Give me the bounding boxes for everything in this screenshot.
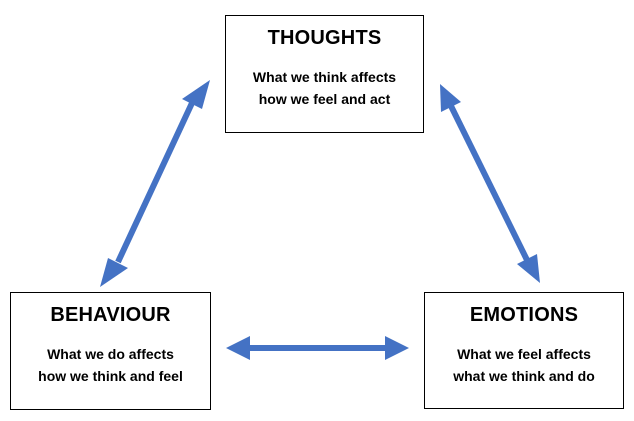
arrow-shaft [115, 101, 195, 264]
behaviour-description: What we do affects how we think and feel [11, 343, 210, 387]
arrow-behaviour-emotions [226, 336, 409, 360]
thoughts-box: THOUGHTS What we think affects how we fe… [225, 15, 424, 133]
emotions-description: What we feel affects what we think and d… [425, 343, 623, 387]
behaviour-desc-line1: What we do affects [47, 346, 174, 362]
behaviour-box: BEHAVIOUR What we do affects how we thin… [10, 292, 211, 410]
thoughts-description: What we think affects how we feel and ac… [226, 66, 423, 110]
arrowhead-behaviour-end [226, 336, 250, 360]
behaviour-title: BEHAVIOUR [50, 304, 171, 326]
thoughts-desc-line2: how we feel and act [258, 91, 391, 107]
arrowhead-thoughts-end [440, 84, 461, 112]
arrow-thoughts-behaviour [100, 80, 210, 287]
emotions-desc-line1: What we feel affects [457, 346, 591, 362]
emotions-title: EMOTIONS [469, 304, 579, 326]
behaviour-desc-line2: how we think and feel [38, 368, 183, 384]
thoughts-title: THOUGHTS [267, 27, 382, 49]
arrow-thoughts-emotions [440, 84, 540, 283]
arrowhead-thoughts-end [182, 80, 210, 109]
arrowhead-emotions-end [385, 336, 409, 360]
arrowhead-emotions-end [517, 254, 540, 283]
emotions-desc-line2: what we think and do [453, 368, 595, 384]
arrow-shaft [448, 104, 530, 262]
emotions-box: EMOTIONS What we feel affects what we th… [424, 292, 624, 409]
thoughts-desc-line1: What we think affects [252, 69, 397, 85]
arrowhead-behaviour-end [100, 258, 128, 287]
